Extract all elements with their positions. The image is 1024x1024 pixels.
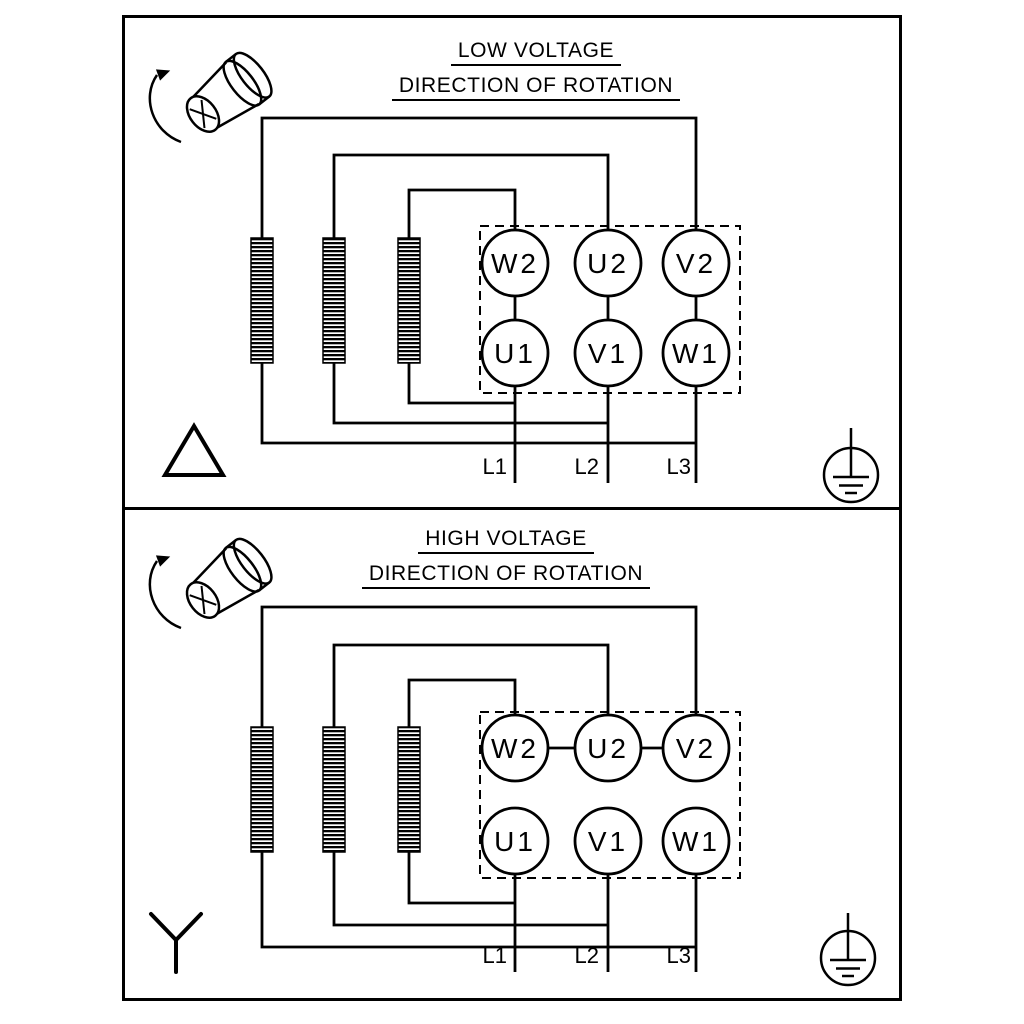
terminal-w1: W1 <box>661 318 731 388</box>
delta-connection-icon <box>161 422 227 477</box>
terminal-label: U2 <box>587 733 629 764</box>
high-voltage-titles: HIGH VOLTAGE DIRECTION OF ROTATION <box>119 528 893 598</box>
shaft-rotation-icon <box>148 537 273 630</box>
terminal-board-outline <box>479 711 741 879</box>
winding-coil <box>250 726 274 853</box>
terminal-board-outline <box>479 225 741 394</box>
motor-winding-coils <box>250 726 421 853</box>
terminal-w2: W2 <box>480 713 550 783</box>
terminal-label: U1 <box>494 826 536 857</box>
line-label-L1: L1 <box>483 943 507 968</box>
terminal-w2: W2 <box>480 228 550 298</box>
terminals: W2 U2 V2 U1 V1 W1 <box>480 228 731 388</box>
terminal-label: W2 <box>491 733 539 764</box>
supply-line-labels: L1 L2 L3 <box>483 943 691 968</box>
terminal-label: W1 <box>672 826 720 857</box>
low-voltage-wiring-diagram: W2 U2 V2 U1 V1 W1 L1 L2 L3 <box>148 51 880 504</box>
winding-coil <box>397 726 421 853</box>
diagram-frame: LOW VOLTAGE DIRECTION OF ROTATION <box>122 15 902 1001</box>
panel-subtitle: DIRECTION OF ROTATION <box>149 75 923 101</box>
winding-coil <box>322 237 346 364</box>
line-label-L1: L1 <box>483 454 507 479</box>
panel-title: LOW VOLTAGE <box>149 40 923 66</box>
terminal-label: V2 <box>676 733 716 764</box>
winding-coil <box>397 237 421 364</box>
supply-line-labels: L1 L2 L3 <box>483 454 691 479</box>
terminal-w1: W1 <box>661 806 731 876</box>
terminal-v2: V2 <box>661 228 731 298</box>
star-connection-icon <box>149 912 203 974</box>
terminal-label: W1 <box>672 338 720 369</box>
terminal-v2: V2 <box>661 713 731 783</box>
high-voltage-wiring-diagram: W2 U2 V2 U1 V1 W1 L1 L2 L3 <box>148 537 877 987</box>
terminal-label: U2 <box>587 248 629 279</box>
terminal-u1: U1 <box>480 318 550 388</box>
terminal-v1: V1 <box>573 318 643 388</box>
terminal-v1: V1 <box>573 806 643 876</box>
terminal-label: U1 <box>494 338 536 369</box>
rotation-arrowhead <box>155 555 171 567</box>
line-label-L2: L2 <box>575 454 599 479</box>
panel-subtitle: DIRECTION OF ROTATION <box>119 563 893 589</box>
motor-winding-coils <box>250 237 421 364</box>
terminal-u2: U2 <box>573 713 643 783</box>
rotation-arrowhead <box>155 69 171 81</box>
low-voltage-panel: LOW VOLTAGE DIRECTION OF ROTATION <box>125 18 899 510</box>
terminal-label: V2 <box>676 248 716 279</box>
line-label-L2: L2 <box>575 943 599 968</box>
earth-ground-icon <box>822 428 880 504</box>
high-voltage-panel: HIGH VOLTAGE DIRECTION OF ROTATION <box>125 510 899 998</box>
wires <box>260 605 698 972</box>
terminal-label: V1 <box>588 826 628 857</box>
line-label-L3: L3 <box>667 943 691 968</box>
panel-title: HIGH VOLTAGE <box>119 528 893 554</box>
low-voltage-titles: LOW VOLTAGE DIRECTION OF ROTATION <box>149 40 923 110</box>
terminals: W2 U2 V2 U1 V1 W1 <box>480 713 731 876</box>
winding-coil <box>250 237 274 364</box>
wires <box>260 116 698 483</box>
winding-coil <box>322 726 346 853</box>
line-label-L3: L3 <box>667 454 691 479</box>
earth-ground-icon <box>819 913 877 987</box>
terminal-u2: U2 <box>573 228 643 298</box>
terminal-label: V1 <box>588 338 628 369</box>
shaft-rotation-icon <box>148 51 273 144</box>
terminal-label: W2 <box>491 248 539 279</box>
terminal-u1: U1 <box>480 806 550 876</box>
